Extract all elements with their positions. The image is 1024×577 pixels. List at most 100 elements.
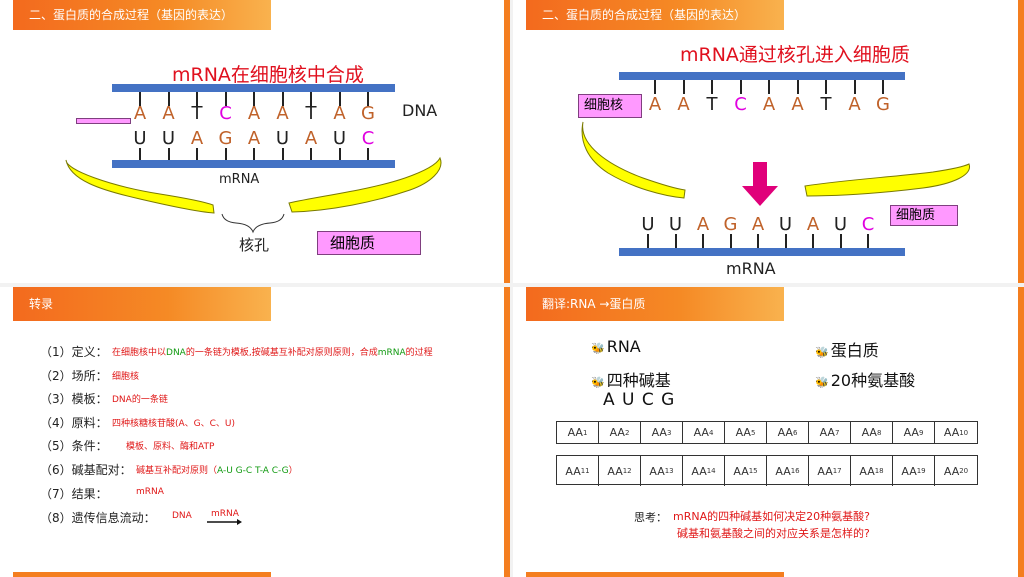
slide1-title: mRNA在细胞核中合成 xyxy=(172,64,364,86)
slide3-right-border xyxy=(504,287,510,577)
aa-index: 13 xyxy=(664,467,674,475)
item-value: DNA的一条链 xyxy=(112,392,168,405)
flow-arrow-icon xyxy=(207,519,242,525)
top-base: A xyxy=(762,94,776,115)
nuclear-membrane xyxy=(65,156,442,234)
dna-strand-bar xyxy=(112,84,395,92)
bottom-base: A xyxy=(304,128,318,149)
item-value-part: 模板、原料、酶和ATP xyxy=(126,442,215,452)
aa-prefix: AA xyxy=(819,426,835,439)
base-pair-tick xyxy=(167,92,170,106)
base-pair-tick xyxy=(224,148,227,160)
base-pair-tick xyxy=(784,234,787,248)
item-value: 在细胞核中以DNA的一条链为模板,按碱基互补配对原则原则，合成mRNA的过程 xyxy=(112,345,433,358)
base-pair-tick xyxy=(702,234,704,248)
aa-index: 14 xyxy=(706,467,716,475)
aa-prefix: AA xyxy=(901,464,917,478)
aa-prefix: AA xyxy=(691,464,707,478)
nuclear-pore-label: 核孔 xyxy=(239,236,270,254)
base-pair-tick xyxy=(310,92,312,106)
think-label: 思考： xyxy=(634,511,667,524)
aa-index: 7 xyxy=(834,428,840,437)
aa-index: 15 xyxy=(748,467,758,475)
slide2-banner: 二、蛋白质的合成过程（基因的表达） xyxy=(526,0,784,30)
top-base: A xyxy=(677,94,690,115)
aa-index: 3 xyxy=(666,428,672,437)
top-base: A xyxy=(648,94,662,115)
base-pair-tick xyxy=(196,148,198,160)
slide4-right-border xyxy=(1018,287,1024,577)
bottom-base: U xyxy=(833,214,848,235)
aa-prefix: AA xyxy=(565,464,581,478)
bottom-base: A xyxy=(190,128,204,149)
item-value: 模板、原料、酶和ATP xyxy=(126,439,214,452)
item-label: （1）定义： xyxy=(40,345,108,359)
base-pair-tick xyxy=(367,92,369,106)
item-label: （7）结果： xyxy=(40,487,108,501)
aa-index: 8 xyxy=(876,428,882,437)
item-value-part: 四种核糖核苷酸(A、G、C、U) xyxy=(112,419,236,429)
mrna-strand-bar-2 xyxy=(619,248,905,256)
down-arrow-icon xyxy=(742,162,778,206)
top-base: A xyxy=(276,103,289,124)
top-base: T xyxy=(820,94,832,115)
base-pair-tick xyxy=(825,80,827,94)
top-base: G xyxy=(361,103,375,124)
item-label: （5）条件： xyxy=(40,439,108,453)
top-base: A xyxy=(791,94,804,115)
aa-index: 18 xyxy=(874,467,884,475)
bottom-base: U xyxy=(641,214,655,235)
slide-translation: 翻译:RNA →蛋白质 🐝RNA 🐝蛋白质 🐝四种碱基 🐝20种氨基酸 A U … xyxy=(513,287,1024,577)
aa-prefix: AA xyxy=(733,464,749,478)
four-bases-heading: 🐝四种碱基 xyxy=(591,371,671,390)
item-value-part: 的过程 xyxy=(405,348,433,358)
nucleus-label: 细胞核 xyxy=(578,94,642,118)
item-value-part: 细胞核 xyxy=(112,372,140,382)
think-question-1: mRNA的四种碱基如何决定20种氨基酸? xyxy=(673,510,870,523)
base-pair-tick xyxy=(338,92,341,106)
base-pair-tick xyxy=(654,80,656,94)
membrane-right-2 xyxy=(804,163,970,197)
top-base: T xyxy=(191,103,203,124)
aa-prefix: AA xyxy=(859,464,875,478)
aa-prefix: AA xyxy=(861,426,877,439)
aa-prefix: AA xyxy=(609,426,625,439)
item-label: （4）原料： xyxy=(40,416,108,430)
item-value-part: DNA xyxy=(166,348,186,358)
bee-bullet-icon: 🐝 xyxy=(815,346,829,359)
base-pair-tick xyxy=(224,92,227,106)
aa-index: 16 xyxy=(790,467,800,475)
aa-prefix: AA xyxy=(943,426,960,439)
item-value-part: DNA的一条链 xyxy=(112,395,168,405)
item-label: （3）模板： xyxy=(40,392,108,406)
slide2-right-border xyxy=(1018,0,1024,283)
base-pair-tick xyxy=(139,148,141,160)
bottom-base: U xyxy=(161,128,176,149)
base-pair-tick xyxy=(253,148,255,160)
think-question-2: 碱基和氨基酸之间的对应关系是怎样的? xyxy=(677,527,870,540)
base-pair-tick xyxy=(711,80,713,94)
item-label: （2）场所： xyxy=(40,369,108,383)
aa-index: 11 xyxy=(580,467,590,475)
bottom-base: U xyxy=(275,128,290,149)
aa-prefix: AA xyxy=(693,426,709,439)
mrna-label-2: mRNA xyxy=(726,259,776,278)
base-pair-tick xyxy=(729,234,732,248)
item-value-part: ） xyxy=(288,466,298,476)
top-base: C xyxy=(219,103,232,124)
